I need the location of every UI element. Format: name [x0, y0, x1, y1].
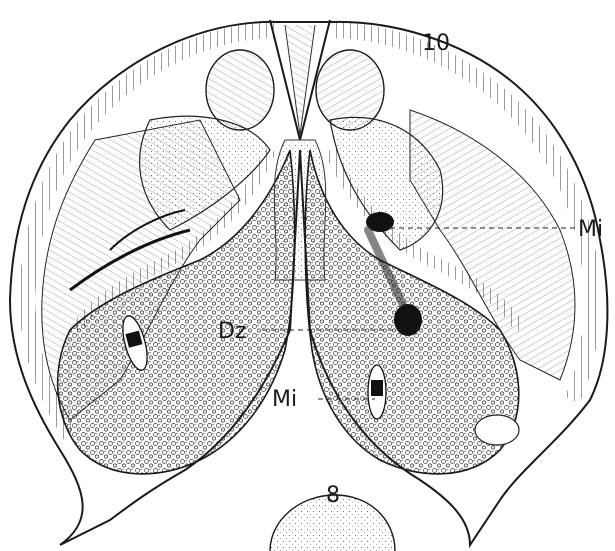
- right-small-oval: [475, 415, 519, 445]
- label-mi-left: Mi: [272, 387, 297, 412]
- label-mi-right: Mi: [578, 217, 603, 242]
- right-spindle: [368, 365, 386, 419]
- figure-number-10: 10: [422, 31, 450, 56]
- figure-number-8: 8: [326, 483, 340, 508]
- central-connective-tissue: [274, 140, 326, 280]
- label-dz: Dz: [218, 319, 247, 344]
